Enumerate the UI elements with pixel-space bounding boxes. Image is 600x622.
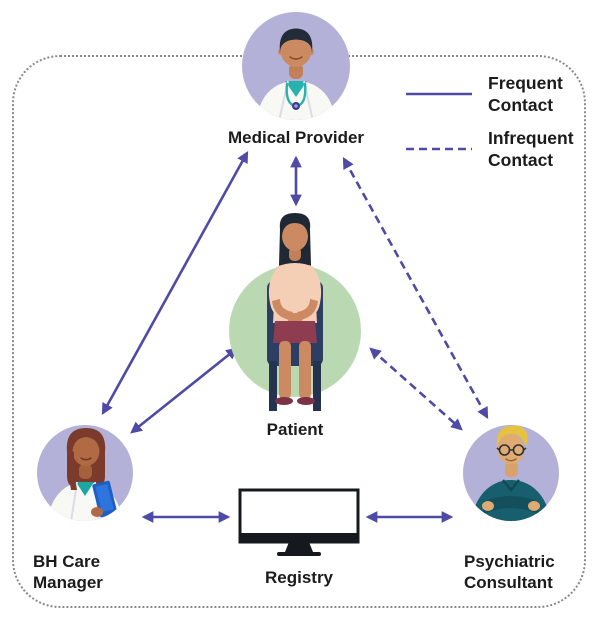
- legend-item-frequent: Frequent Contact: [404, 72, 583, 116]
- node-bh-care-manager: [35, 414, 135, 522]
- psychiatric-consultant-label: Psychiatric Consultant: [464, 552, 555, 592]
- consultant-avatar: [463, 425, 559, 521]
- node-medical-provider: [241, 11, 351, 121]
- node-patient: [220, 203, 370, 423]
- medical-provider-label: Medical Provider: [227, 128, 365, 147]
- bh-care-manager-label: BH Care Manager: [33, 552, 103, 592]
- computer-monitor-icon: [238, 488, 360, 556]
- legend-item-infrequent: Infrequent Contact: [404, 127, 583, 171]
- node-registry: [237, 488, 361, 560]
- seated-patient-avatar: [229, 213, 361, 411]
- registry-label: Registry: [264, 568, 334, 587]
- doctor-avatar: [242, 12, 350, 120]
- legend-label-infrequent: Infrequent Contact: [488, 128, 574, 170]
- care-manager-avatar: [37, 425, 133, 521]
- patient-label: Patient: [266, 420, 324, 439]
- node-psychiatric-consultant: [461, 414, 561, 522]
- dashed-line-icon: [406, 147, 472, 151]
- solid-line-icon: [406, 92, 472, 96]
- legend-label-frequent: Frequent Contact: [488, 73, 563, 115]
